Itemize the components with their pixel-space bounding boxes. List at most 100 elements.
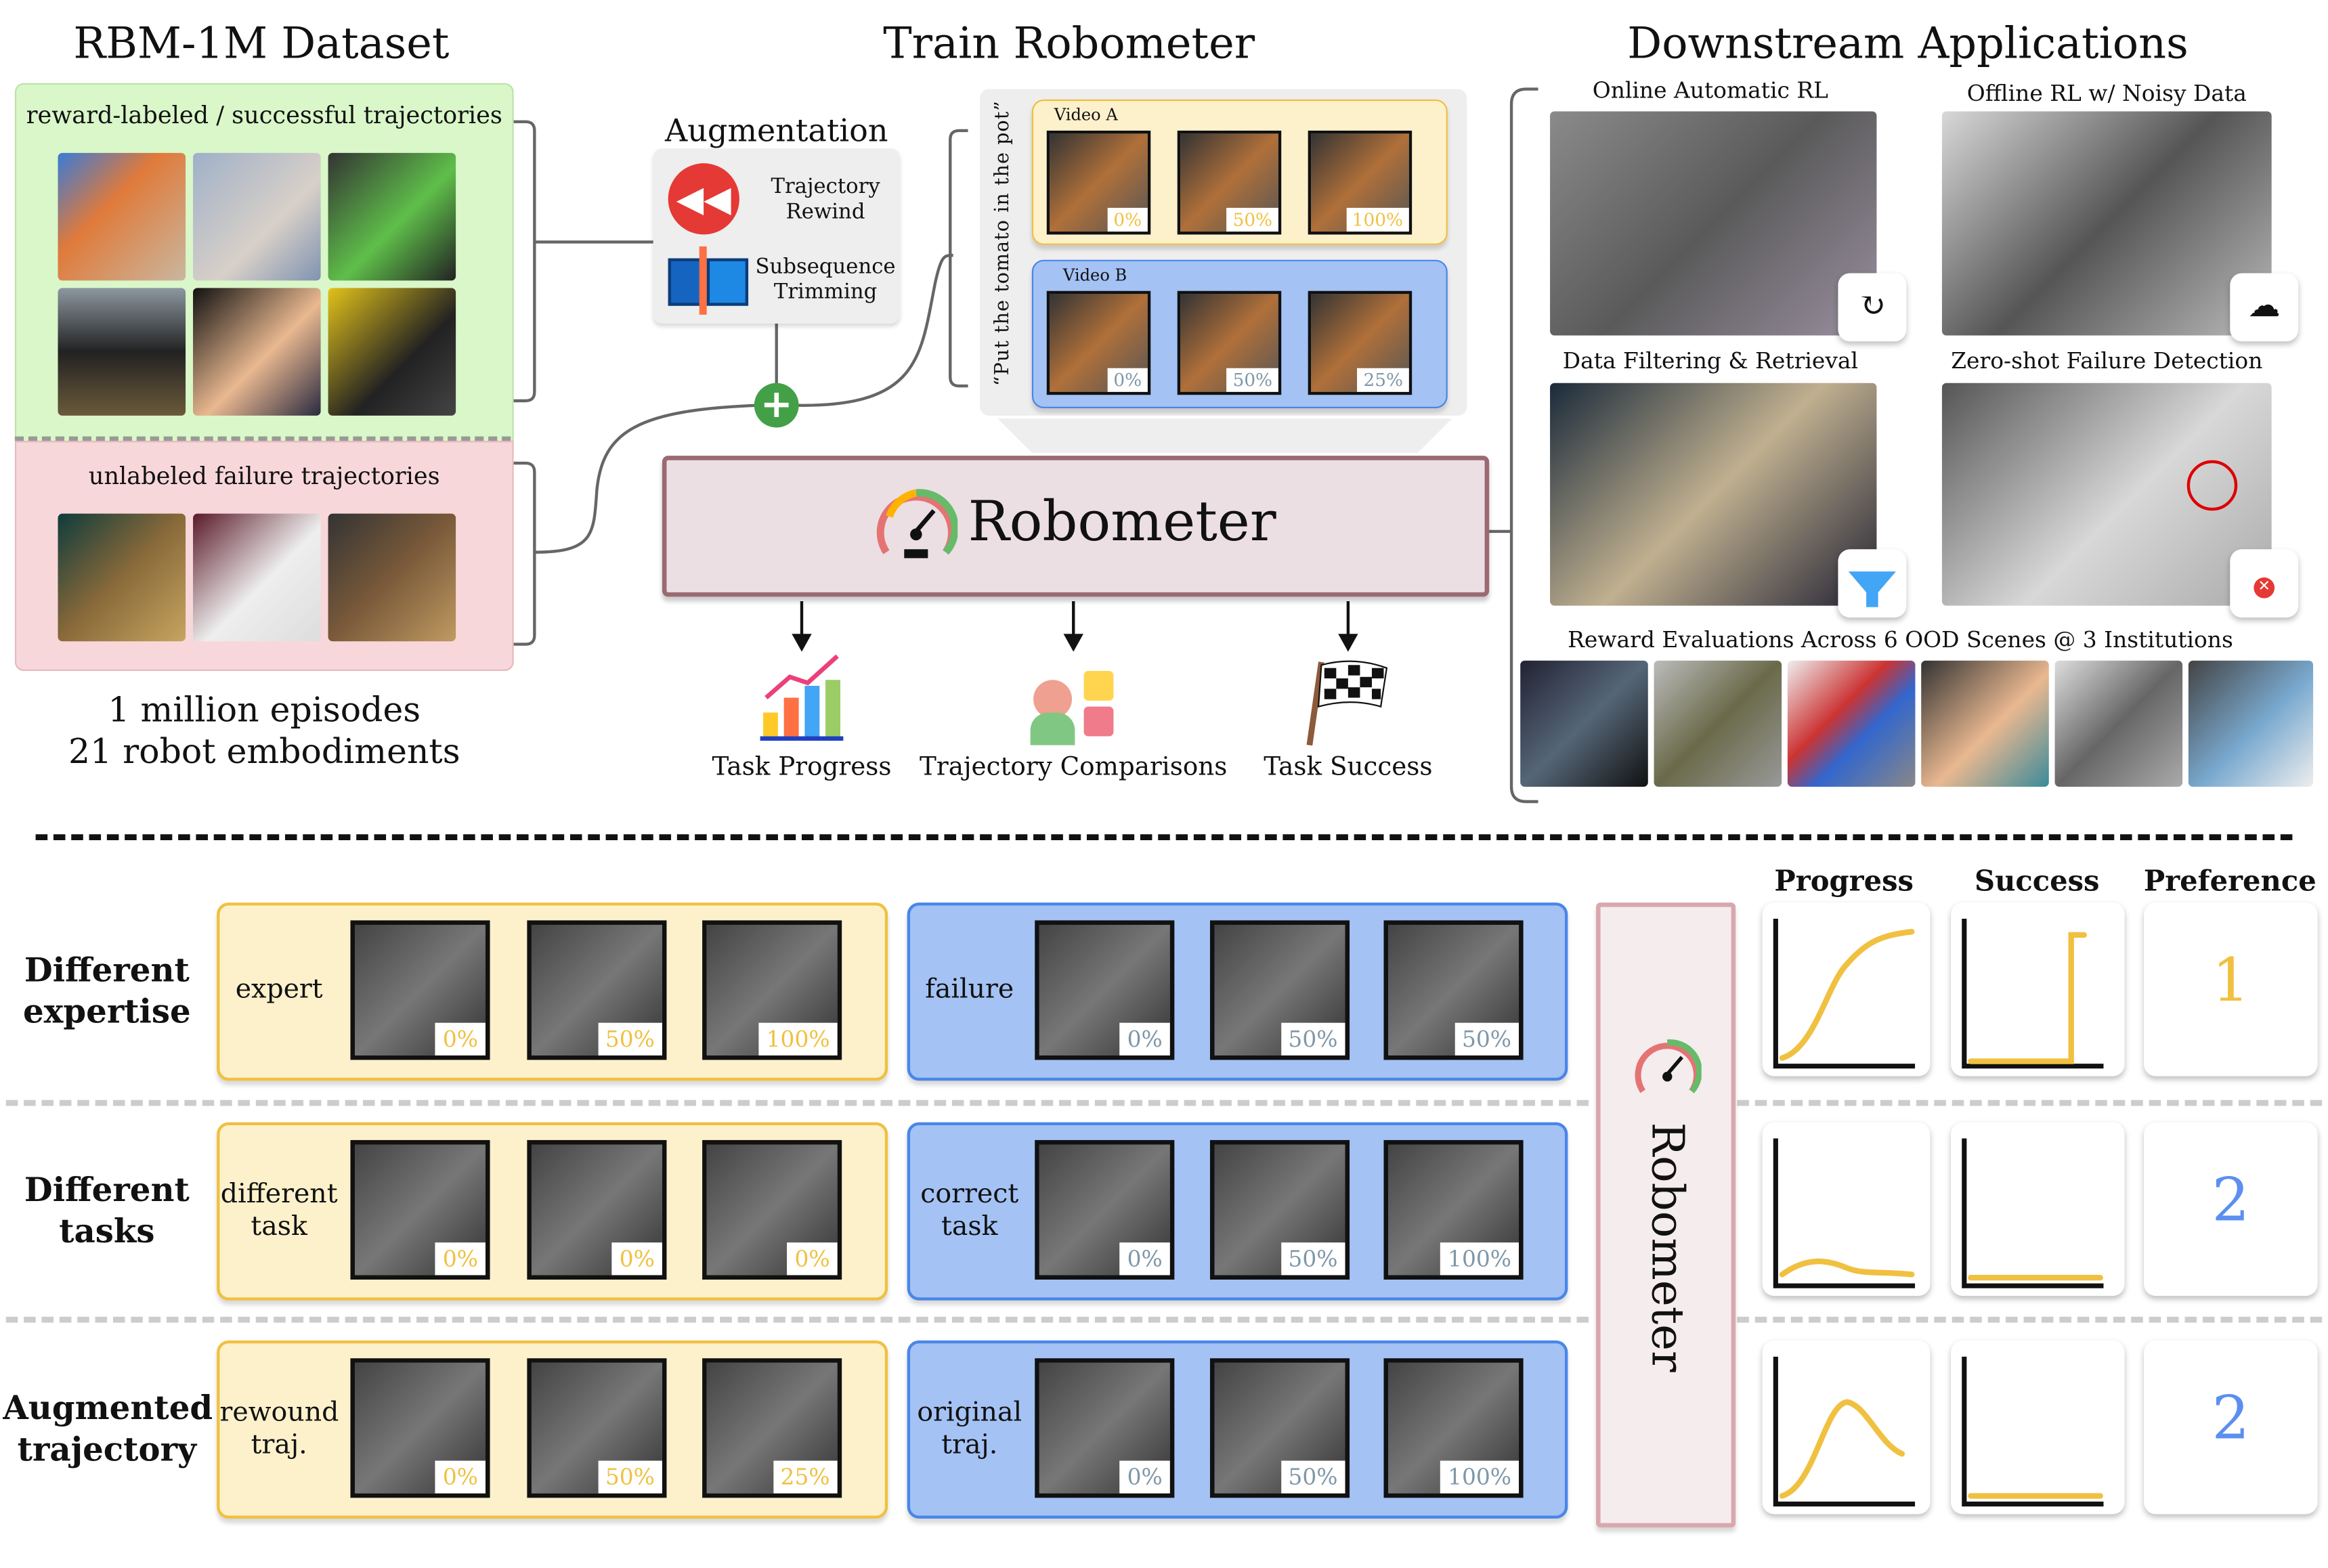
ood-scene-photo bbox=[2188, 660, 2314, 787]
video-frame: 50% bbox=[1383, 920, 1524, 1060]
video-frame: 50% bbox=[1209, 1358, 1350, 1498]
task-progress-label: Task Progress bbox=[712, 752, 892, 783]
progress-label: 0% bbox=[611, 1242, 662, 1276]
robot-fail-icon: ✕ bbox=[2230, 549, 2299, 618]
video-frame: 100% bbox=[1383, 1358, 1524, 1498]
failure-trajectories-panel: unlabeled failure trajectories bbox=[14, 441, 514, 672]
ood-scene-photo bbox=[1654, 660, 1782, 787]
ood-scene-photo bbox=[1787, 660, 1916, 787]
video-comparison-panel: “Put the tomato in the pot” Video A 0% 5… bbox=[980, 89, 1467, 416]
progress-label: 50% bbox=[1280, 1022, 1345, 1055]
checkered-flag-icon bbox=[1306, 660, 1388, 746]
progress-label: 0% bbox=[435, 1022, 486, 1055]
progress-chart-card bbox=[1762, 902, 1931, 1076]
video-frame: 0% bbox=[702, 1139, 842, 1280]
preference-value: 2 bbox=[2212, 1385, 2250, 1454]
success-chart-card bbox=[1951, 902, 2125, 1076]
offline-rl-label: Offline RL w/ Noisy Data bbox=[1966, 80, 2247, 107]
section-divider bbox=[35, 834, 2293, 841]
trajectory-comparisons-label: Trajectory Comparisons bbox=[920, 752, 1228, 783]
failure-label: unlabeled failure trajectories bbox=[88, 461, 440, 490]
task-success-label: Task Success bbox=[1264, 752, 1433, 783]
ood-scene-photo bbox=[1921, 660, 2049, 787]
video-frame: 0% bbox=[527, 1139, 667, 1280]
projection-shape bbox=[997, 418, 1452, 453]
online-rl-label: Online Automatic RL bbox=[1592, 77, 1828, 104]
video-frame: 100% bbox=[1308, 130, 1413, 235]
progress-label: 0% bbox=[1107, 368, 1148, 392]
row-label: Augmented trajectory bbox=[3, 1389, 213, 1470]
downstream-title: Downstream Applications bbox=[1627, 18, 2189, 68]
video-frame: 0% bbox=[350, 920, 490, 1060]
progress-label: 100% bbox=[1440, 1242, 1519, 1276]
trajectory-label: different task bbox=[220, 1178, 338, 1243]
augmentation-title: Augmentation bbox=[664, 112, 888, 149]
dataset-photo bbox=[328, 152, 456, 281]
person-compare-icon bbox=[1030, 668, 1123, 745]
embodiments-stat: 21 robot embodiments bbox=[68, 733, 460, 772]
trajectory-label: correct task bbox=[920, 1178, 1019, 1243]
video-frame: 0% bbox=[1046, 130, 1151, 235]
progress-label: 25% bbox=[1357, 368, 1409, 392]
row-separator bbox=[5, 1316, 1589, 1323]
video-a-label: Video A bbox=[1054, 105, 1118, 125]
success-chart-card bbox=[1951, 1122, 2125, 1297]
row-separator bbox=[5, 1099, 1589, 1106]
video-frame: 50% bbox=[1177, 130, 1282, 235]
progress-label: 0% bbox=[435, 1460, 486, 1494]
video-frame: 0% bbox=[1046, 290, 1151, 395]
negative-trajectory-panel: different task 0% 0% 0% bbox=[217, 1122, 888, 1301]
success-trajectories-panel: reward-labeled / successful trajectories bbox=[14, 83, 514, 443]
video-frame: 50% bbox=[1177, 290, 1282, 395]
failure-detection-label: Zero-shot Failure Detection bbox=[1951, 347, 2263, 374]
connector-lines bbox=[513, 87, 1538, 804]
progress-label: 0% bbox=[1119, 1460, 1170, 1494]
progress-label: 0% bbox=[787, 1242, 838, 1276]
progress-label: 50% bbox=[597, 1022, 662, 1055]
ood-scene-photo bbox=[1520, 660, 1648, 787]
dataset-stats: 1 million episodes 21 robot embodiments bbox=[0, 691, 529, 774]
dataset-photo bbox=[58, 152, 186, 281]
success-chart-card bbox=[1951, 1340, 2125, 1515]
video-frame: 100% bbox=[1383, 1139, 1524, 1280]
progress-label: 50% bbox=[597, 1460, 662, 1494]
augmentation-box: ◀◀ Trajectory Rewind Subsequence Trimmin… bbox=[653, 148, 900, 324]
failure-photo bbox=[58, 513, 186, 642]
dataset-title: RBM-1M Dataset bbox=[73, 18, 450, 68]
rewind-icon: ◀◀ bbox=[668, 163, 739, 235]
divider bbox=[14, 436, 511, 441]
video-frame: 0% bbox=[350, 1139, 490, 1280]
bracket bbox=[513, 461, 536, 646]
progress-chart-card bbox=[1762, 1122, 1931, 1297]
video-frame: 50% bbox=[1209, 1139, 1350, 1280]
header-success: Success bbox=[1974, 865, 2100, 898]
data-filtering-label: Data Filtering & Retrieval bbox=[1562, 347, 1859, 374]
progress-label: 0% bbox=[1119, 1022, 1170, 1055]
gauge-icon bbox=[876, 489, 958, 559]
video-frame: 50% bbox=[527, 920, 667, 1060]
negative-trajectory-panel: rewound traj. 0% 50% 25% bbox=[217, 1340, 888, 1519]
trajectory-label: rewound traj. bbox=[219, 1397, 339, 1461]
progress-label: 50% bbox=[1280, 1242, 1345, 1276]
video-frame: 25% bbox=[702, 1358, 842, 1498]
progress-label: 100% bbox=[758, 1022, 838, 1055]
video-frame: 100% bbox=[702, 920, 842, 1060]
bracket bbox=[513, 120, 536, 403]
instruction-text: “Put the tomato in the pot” bbox=[991, 100, 1014, 387]
video-b-label: Video B bbox=[1062, 265, 1127, 285]
dataset-photo bbox=[328, 288, 456, 416]
robometer-vertical-title: Robometer bbox=[1640, 1122, 1693, 1372]
curve-line bbox=[1968, 932, 2087, 1064]
positive-trajectory-panel: original traj. 0% 50%100% bbox=[907, 1340, 1568, 1519]
header-progress: Progress bbox=[1774, 865, 1914, 898]
progress-label: 25% bbox=[773, 1460, 838, 1494]
video-frame: 0% bbox=[1035, 1139, 1175, 1280]
preference-value: 2 bbox=[2212, 1167, 2250, 1236]
failure-photo bbox=[193, 513, 321, 642]
preference-card: 1 bbox=[2144, 902, 2318, 1076]
trajectory-label: original traj. bbox=[917, 1397, 1022, 1461]
progress-label: 0% bbox=[435, 1242, 486, 1276]
